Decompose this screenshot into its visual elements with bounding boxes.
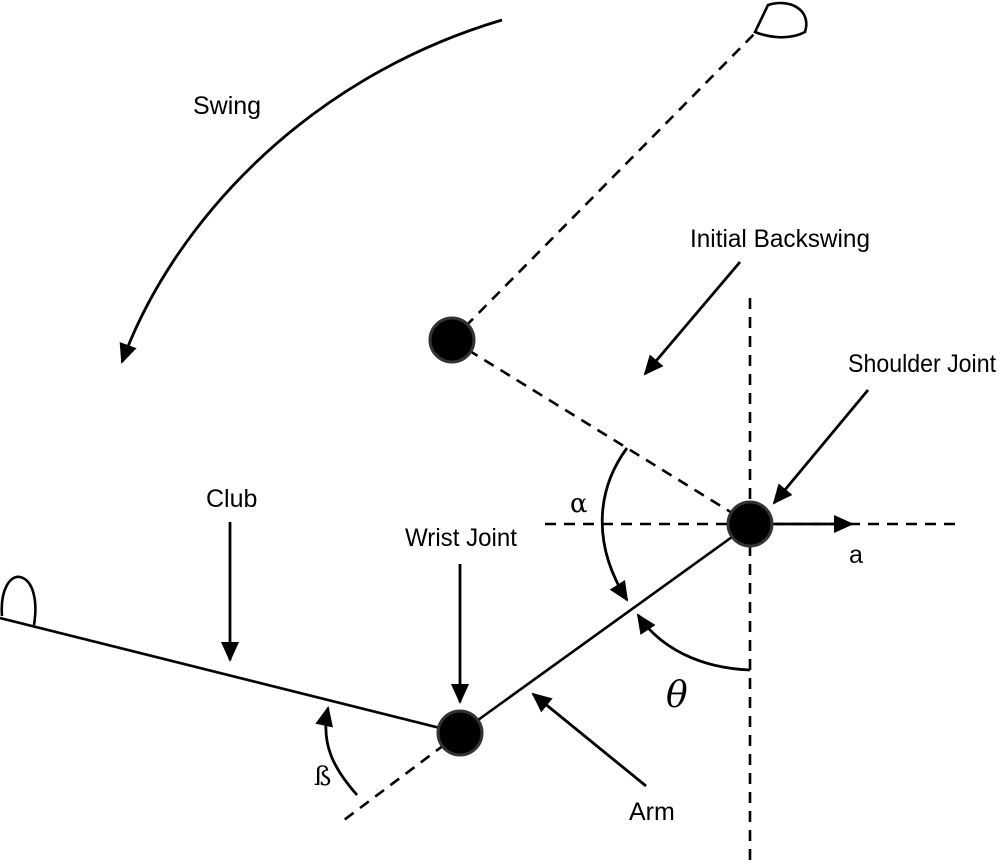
wrist-joint bbox=[436, 709, 484, 757]
backswing-wrist-joint bbox=[428, 316, 476, 364]
club-label: Club bbox=[206, 485, 257, 513]
beta-label: ß bbox=[314, 762, 331, 792]
beta-angle-arc bbox=[315, 706, 359, 796]
backswing-club-head bbox=[753, 1, 808, 39]
initial-backswing-pointer bbox=[643, 261, 742, 376]
theta-label: θ bbox=[666, 675, 688, 716]
club-line bbox=[0, 616, 461, 735]
arm-pointer bbox=[531, 692, 647, 788]
shoulder-joint-label: Shoulder Joint bbox=[848, 350, 996, 378]
arm-extension-line bbox=[339, 731, 461, 825]
shoulder-joint bbox=[726, 500, 774, 548]
backswing-club-line bbox=[451, 19, 769, 341]
arm-label: Arm bbox=[629, 798, 675, 826]
swing-label: Swing bbox=[193, 92, 261, 120]
theta-angle-arc bbox=[636, 613, 751, 672]
swing-arc-arrow bbox=[119, 18, 503, 364]
arm-line bbox=[459, 522, 751, 735]
wrist-joint-label: Wrist Joint bbox=[405, 524, 517, 552]
backswing-arm-line bbox=[451, 338, 751, 526]
shoulder-joint-pointer bbox=[772, 389, 870, 505]
club-head bbox=[0, 575, 37, 626]
alpha-label: α bbox=[570, 489, 588, 519]
initial-backswing-label: Initial Backswing bbox=[690, 225, 870, 253]
acceleration-label: a bbox=[849, 541, 863, 569]
alpha-angle-arc bbox=[600, 447, 629, 602]
